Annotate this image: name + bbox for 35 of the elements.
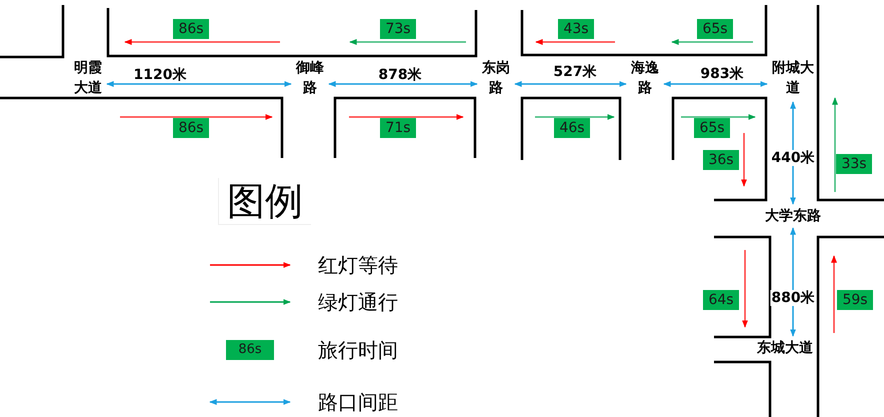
legend-title: 图例 <box>218 178 311 225</box>
distance-arrow <box>328 81 478 87</box>
travel-time-box: 64s <box>703 290 739 310</box>
edge-label: 983米 <box>699 66 745 82</box>
road-name: 海逸路 <box>628 58 662 100</box>
travel-time-box: 36s <box>703 150 739 170</box>
travel-time-box: 86s <box>173 118 209 138</box>
legend-text: 旅行时间 <box>318 338 398 362</box>
travel-time-box: 46s <box>554 118 590 138</box>
edge-label: 440米 <box>770 150 816 166</box>
road-name: 大学东路 <box>755 206 831 226</box>
road-name: 御峰路 <box>293 58 327 100</box>
legend-text: 路口间距 <box>318 390 398 414</box>
edge-label: 1120米 <box>132 67 188 83</box>
travel-time-box: 65s <box>697 19 733 39</box>
road-name: 东岗路 <box>479 58 513 100</box>
travel-time-box: 71s <box>380 118 416 138</box>
edge-label: 880米 <box>770 290 816 306</box>
travel-time-box: 73s <box>380 19 416 39</box>
legend-text: 红灯等待 <box>318 253 398 277</box>
road-name: 附城大道 <box>769 58 817 100</box>
travel-time-box: 59s <box>837 290 873 310</box>
edge-label: 527米 <box>552 64 598 80</box>
distance-arrow <box>514 81 627 87</box>
legend-text: 绿灯通行 <box>318 290 398 314</box>
distance-arrow <box>106 81 292 87</box>
travel-time-box: 43s <box>558 19 594 39</box>
travel-time-box: 65s <box>694 118 730 138</box>
travel-time-box: 86s <box>173 19 209 39</box>
travel-time-box: 33s <box>836 154 872 174</box>
distance-arrow <box>663 81 768 87</box>
road-name: 明霞大道 <box>71 58 105 100</box>
edge-label: 878米 <box>377 67 423 83</box>
legend-sample-text: 86s <box>238 341 262 360</box>
road-name: 东城大道 <box>749 338 821 358</box>
